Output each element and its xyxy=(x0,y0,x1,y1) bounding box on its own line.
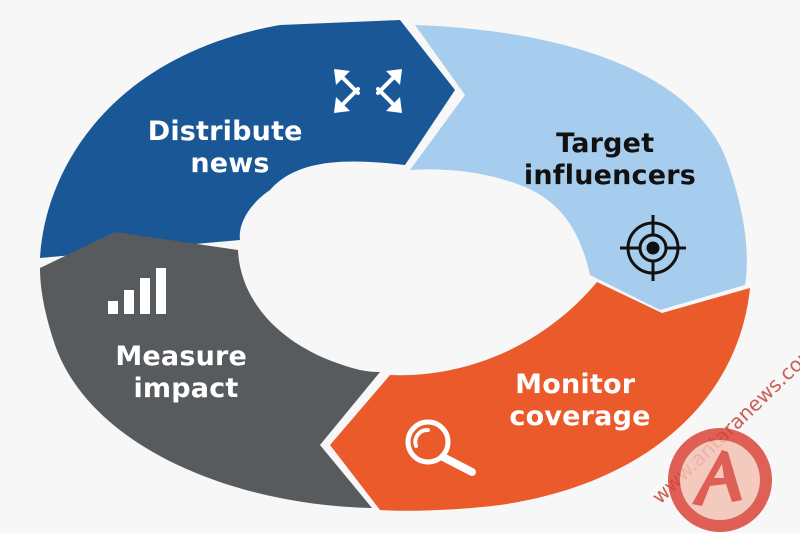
segment-distribute-label: Distribute news xyxy=(148,116,313,179)
segment-distribute-line-1: Distribute xyxy=(148,116,303,147)
segment-target-label: Target influencers xyxy=(524,128,696,191)
segment-measure-label: Measure impact xyxy=(115,341,256,404)
segment-measure: Measure impact xyxy=(40,232,380,508)
magnifier-icon xyxy=(405,419,476,476)
segment-distribute-line-2: news xyxy=(190,148,269,179)
segment-target-line-1: Target xyxy=(556,128,654,159)
segment-monitor: Monitor coverage xyxy=(330,282,750,511)
segment-measure-line-1: Measure xyxy=(115,341,247,372)
segment-monitor-label: Monitor coverage xyxy=(509,369,650,432)
segment-distribute: Distribute news xyxy=(40,20,455,258)
segment-target: Target influencers xyxy=(410,25,747,310)
segment-monitor-line-2: coverage xyxy=(509,401,650,432)
crosshair-icon xyxy=(620,215,686,281)
segment-distribute-shape xyxy=(40,20,455,258)
segment-target-line-2: influencers xyxy=(524,160,696,191)
segment-monitor-line-1: Monitor xyxy=(515,369,636,400)
antara-logo xyxy=(668,428,772,532)
segment-measure-line-2: impact xyxy=(133,373,238,404)
segment-monitor-shape xyxy=(330,282,750,511)
bar-chart-icon xyxy=(108,268,166,314)
expand-arrows-icon xyxy=(334,69,402,113)
